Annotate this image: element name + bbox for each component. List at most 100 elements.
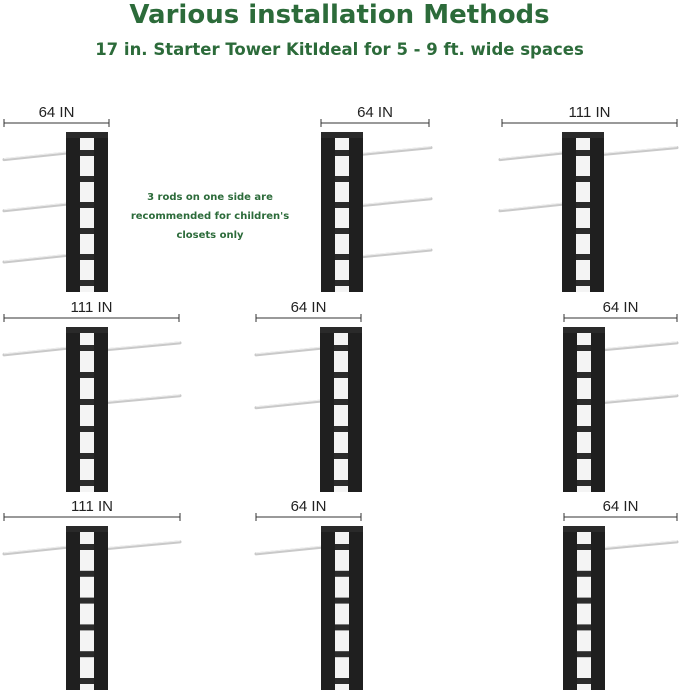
width-label: 64 IN [291, 498, 327, 515]
width-label: 64 IN [357, 104, 393, 121]
tower-side-panel [321, 526, 335, 690]
tower-top [562, 132, 604, 138]
tower-interior [80, 333, 94, 492]
rod-note: 3 rods on one side are recommended for c… [130, 192, 290, 241]
tower-shelf [577, 624, 591, 631]
tower-shelf [576, 280, 590, 286]
tower-shelf [80, 280, 94, 286]
page-title: Various installation Methods [129, 0, 550, 30]
hanging-rod-highlight [589, 146, 678, 156]
tower-shelf [576, 150, 590, 156]
tower-shelf [334, 426, 348, 432]
tower-shelf [335, 280, 349, 286]
tower-shelf [334, 480, 348, 486]
width-label: 64 IN [39, 104, 75, 121]
tower-top [321, 132, 363, 138]
tower-top [320, 327, 362, 333]
tower-shelf [577, 372, 591, 378]
tower-interior [334, 333, 348, 492]
tower-shelf [80, 480, 94, 486]
tower-shelf [335, 228, 349, 234]
tower-shelf [80, 150, 94, 156]
tower-top [66, 526, 108, 532]
tower-shelf [335, 570, 349, 577]
tower-top [66, 132, 108, 138]
tower-side-panel [349, 132, 363, 292]
tower-shelf [577, 544, 591, 550]
tower-shelf [335, 597, 349, 604]
tower-interior [576, 138, 590, 292]
tower-shelf [80, 544, 94, 550]
hanging-rod [589, 394, 679, 406]
tower-shelf [577, 570, 591, 577]
hanging-rod [92, 540, 182, 552]
hanging-rod-highlight [590, 540, 678, 550]
tower-shelf [577, 651, 591, 658]
tower-shelf [576, 202, 590, 208]
tower-interior [80, 532, 94, 690]
hanging-rod-highlight [590, 341, 678, 351]
tower-top [563, 327, 605, 333]
tower-shelf [80, 597, 94, 604]
tower-shelf [335, 624, 349, 631]
tower-shelf [334, 345, 348, 351]
tower-shelf [335, 651, 349, 658]
tower-side-panel [94, 132, 108, 292]
tower-side-panel [590, 132, 604, 292]
tower-side-panel [591, 327, 605, 492]
hanging-rod [92, 394, 182, 406]
width-label: 111 IN [71, 498, 113, 515]
width-label: 64 IN [291, 299, 327, 316]
hanging-rod-highlight [93, 394, 181, 404]
tower-side-panel [321, 132, 335, 292]
tower-shelf [335, 202, 349, 208]
tower-side-panel [348, 327, 362, 492]
hanging-rod-highlight [590, 394, 678, 404]
tower-shelf [577, 399, 591, 405]
tower-shelf [80, 399, 94, 405]
width-label: 111 IN [569, 104, 611, 121]
tower-shelf [80, 228, 94, 234]
tower-side-panel [66, 327, 80, 492]
tower-shelf [577, 678, 591, 684]
tower-shelf [577, 345, 591, 351]
tower-top [563, 526, 605, 532]
tower-shelf [80, 453, 94, 459]
tower-interior [80, 138, 94, 292]
tower-shelf [577, 597, 591, 604]
tower-shelf [335, 176, 349, 182]
tower-shelf [576, 254, 590, 260]
hanging-rod-highlight [93, 341, 181, 351]
tower-top [321, 526, 363, 532]
width-label: 64 IN [603, 498, 639, 515]
tower-shelf [80, 678, 94, 684]
tower-side-panel [563, 327, 577, 492]
tower-shelf [80, 651, 94, 658]
tower-shelf [80, 202, 94, 208]
hanging-rod [92, 341, 182, 353]
tower-interior [577, 333, 591, 492]
hanging-rod [589, 341, 679, 353]
tower-shelf [334, 399, 348, 405]
tower-shelf [576, 176, 590, 182]
tower-side-panel [94, 526, 108, 690]
tower-shelf [80, 176, 94, 182]
tower-side-panel [66, 132, 80, 292]
tower-side-panel [349, 526, 363, 690]
tower-shelf [577, 453, 591, 459]
hanging-rod [589, 540, 679, 552]
tower-top [66, 327, 108, 333]
tower-interior [335, 532, 349, 690]
tower-side-panel [320, 327, 334, 492]
tower-shelf [80, 570, 94, 577]
tower-shelf [576, 228, 590, 234]
tower-shelf [335, 254, 349, 260]
tower-side-panel [94, 327, 108, 492]
tower-side-panel [66, 526, 80, 690]
tower-shelf [80, 624, 94, 631]
tower-shelf [334, 453, 348, 459]
tower-shelf [335, 150, 349, 156]
tower-side-panel [563, 526, 577, 690]
tower-shelf [80, 372, 94, 378]
page-subtitle: 17 in. Starter Tower KitIdeal for 5 - 9 … [95, 40, 584, 59]
